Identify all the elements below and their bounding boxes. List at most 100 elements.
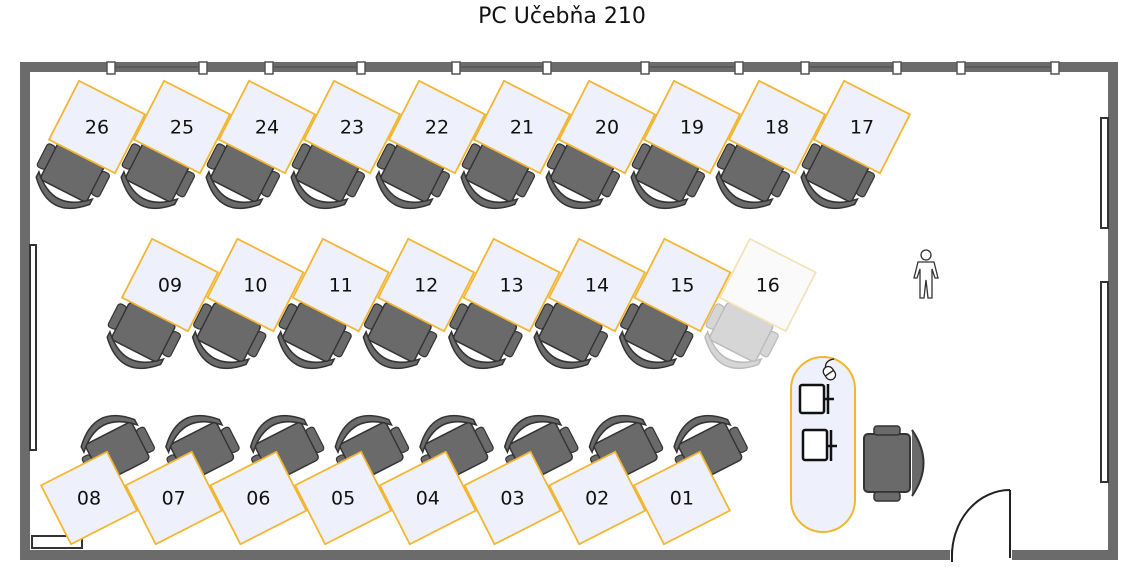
desk: [547, 237, 647, 333]
desk: [718, 237, 817, 333]
workstation-13[interactable]: 13: [437, 237, 561, 381]
desk: [120, 237, 220, 333]
wall-left: [20, 62, 30, 560]
workstation-07[interactable]: 07: [124, 403, 243, 546]
desk: [293, 450, 393, 546]
workstation-25[interactable]: 25: [109, 79, 232, 221]
workstation-09[interactable]: 09: [95, 237, 220, 381]
workstation-06[interactable]: 06: [209, 403, 327, 546]
desk: [463, 450, 562, 546]
chair: [704, 302, 779, 369]
desk: [209, 450, 308, 546]
desk-number: 12: [414, 275, 438, 297]
monitor-icon: [801, 428, 837, 462]
wall-top: [20, 62, 1118, 72]
desk-number: 22: [425, 117, 449, 139]
desk-number: 25: [170, 117, 194, 139]
workstation-14[interactable]: 14: [522, 237, 647, 381]
desk-number: 04: [416, 488, 440, 510]
desk: [462, 237, 561, 333]
chair: [277, 302, 352, 369]
workstation-04[interactable]: 04: [378, 403, 497, 546]
person-icon: [913, 249, 939, 299]
workstation-03[interactable]: 03: [463, 403, 582, 546]
chair: [618, 302, 694, 369]
desk: [548, 450, 647, 546]
workstation-22[interactable]: 22: [364, 79, 487, 221]
desk: [633, 237, 732, 333]
workstation-21[interactable]: 21: [449, 79, 572, 221]
desk: [557, 79, 657, 175]
desk-number: 23: [340, 117, 364, 139]
workstation-15[interactable]: 15: [608, 237, 732, 381]
desk: [132, 79, 232, 175]
workstation-01[interactable]: 01: [632, 403, 751, 546]
desk: [632, 450, 732, 546]
desk: [124, 450, 223, 546]
workstation-12[interactable]: 12: [352, 237, 476, 381]
whiteboard-right-upper: [1100, 117, 1109, 229]
workstation-24[interactable]: 24: [194, 79, 317, 221]
desk-number: 15: [670, 275, 694, 297]
desk: [642, 79, 742, 175]
desk-number: 24: [255, 117, 279, 139]
desk: [378, 450, 477, 546]
chair: [191, 302, 267, 369]
room-walls: [20, 62, 1118, 560]
desk-number: 01: [670, 488, 694, 510]
desk-number: 07: [162, 488, 186, 510]
workstation-08[interactable]: 08: [39, 403, 158, 546]
desk-number: 26: [85, 117, 109, 139]
workstation-17[interactable]: 17: [789, 79, 912, 221]
workstation-10[interactable]: 10: [181, 237, 305, 381]
workstation-02[interactable]: 02: [548, 403, 666, 546]
wall-right: [1108, 62, 1118, 560]
workstation-05[interactable]: 05: [293, 403, 412, 546]
workstation-20[interactable]: 20: [534, 79, 657, 221]
desk-number: 08: [77, 488, 101, 510]
desk-number: 05: [331, 488, 355, 510]
desk-number: 19: [680, 117, 704, 139]
desk-number: 16: [756, 275, 780, 297]
whiteboard-left: [29, 244, 37, 451]
windows-top: [106, 61, 1060, 75]
wall-bottom-right: [1012, 550, 1118, 560]
desk-number: 18: [765, 117, 789, 139]
desk: [472, 79, 572, 175]
desk: [39, 450, 139, 546]
desk-number: 10: [243, 275, 267, 297]
monitor-icon: [798, 383, 834, 415]
desk: [377, 237, 476, 333]
desk-number: 02: [585, 488, 609, 510]
workstation-16[interactable]: 16: [693, 237, 817, 381]
desk-number: 21: [510, 117, 534, 139]
chair: [533, 302, 609, 369]
desk: [727, 79, 827, 175]
workstation-18[interactable]: 18: [704, 79, 827, 221]
desk-number: 11: [329, 275, 353, 297]
workstation-11[interactable]: 11: [266, 237, 390, 381]
workstation-26[interactable]: 26: [24, 79, 147, 221]
workstation-23[interactable]: 23: [279, 79, 402, 221]
desk-number: 20: [595, 117, 619, 139]
door-icon: [950, 489, 1011, 562]
whiteboard-right-lower: [1100, 281, 1109, 483]
mouse-icon: [822, 358, 837, 381]
desk: [387, 79, 487, 175]
teacher-chair: [863, 425, 925, 502]
teacher-desk: [790, 356, 856, 533]
chair: [362, 302, 438, 369]
desk-number: 14: [585, 275, 609, 297]
desk: [812, 79, 912, 175]
desk-number: 03: [500, 488, 524, 510]
desk-number: 17: [850, 117, 874, 139]
workstation-19[interactable]: 19: [619, 79, 742, 221]
desk-number: 06: [246, 488, 270, 510]
chair: [106, 302, 182, 369]
desk: [217, 79, 317, 175]
desk-number: 09: [158, 275, 182, 297]
desk: [206, 237, 305, 333]
desk: [47, 79, 147, 175]
